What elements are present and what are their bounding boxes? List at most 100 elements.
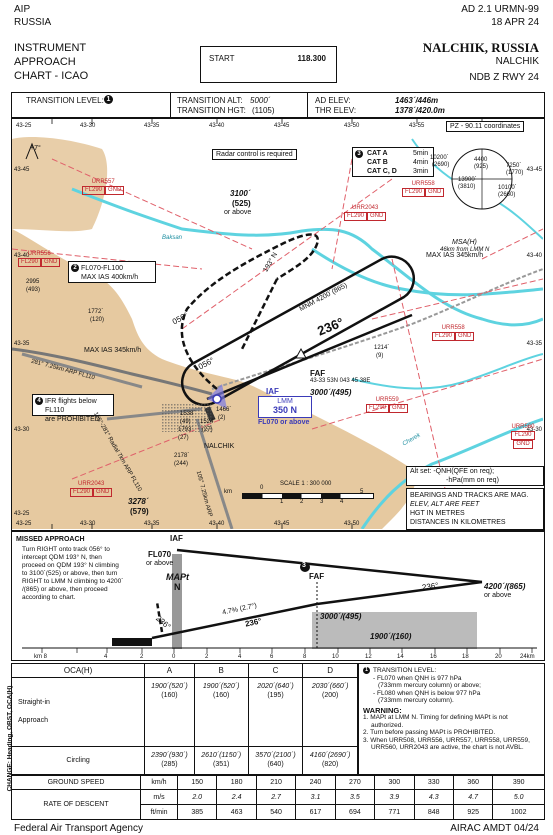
note-2-marker: 2: [71, 264, 79, 272]
variation-label: +7°: [30, 145, 41, 152]
bottom-tick: 43-30: [80, 521, 96, 527]
top-tick: 43-35: [144, 123, 160, 129]
cat-cd-time: 3min: [413, 168, 429, 175]
scale-tick: 0: [260, 485, 264, 491]
top-tick: 43-55: [409, 123, 425, 129]
elev-point: (9): [376, 353, 384, 359]
oca-label: OCA(H): [10, 662, 146, 679]
msa-value: (3810): [458, 184, 476, 190]
trans-hgt-label: TRANSITION HGT:: [177, 106, 246, 115]
trans-hgt-value: (1105): [252, 106, 275, 115]
elev-point: (49): [180, 419, 191, 425]
elev-point: (579): [130, 507, 149, 516]
note-1-panel-marker: 1: [363, 667, 370, 674]
aerodrome-name: NALCHIK: [495, 56, 539, 67]
gs-label: GROUND SPEED: [11, 775, 141, 790]
elev-point: (244): [174, 461, 189, 467]
scale-bar: [242, 493, 374, 499]
elev-point: 3278´: [128, 497, 149, 506]
unit-cell: m/s: [140, 789, 178, 805]
minima-cell: 2390´(930´)(285): [144, 745, 195, 776]
ms-cell: 2.0: [176, 789, 218, 805]
minima-cell: 1900´(520´)(160): [144, 677, 195, 747]
faf-altitude: 3000´/(495): [310, 388, 352, 397]
cat-col: A: [144, 662, 195, 679]
faf-triangle: [295, 347, 307, 359]
missed-line: proceed on QDM 193° N climbing: [22, 562, 119, 569]
missed-line: RIGHT to LMM N climbing to 4200´: [22, 578, 124, 585]
cat-a-time: 5min: [413, 150, 429, 157]
note-3-marker: 3: [355, 150, 363, 158]
elev-point: (493): [26, 287, 41, 293]
msa-value: 13900´: [458, 177, 477, 183]
cat-b: CAT B: [367, 159, 388, 166]
fl070-label: FL070 or above: [258, 419, 310, 426]
elev-point: 1214´: [374, 345, 390, 351]
railway: [211, 268, 543, 390]
units-line: DISTANCES IN KILOMETRES: [410, 519, 506, 526]
cat-cd: CAT C, D: [367, 168, 397, 175]
cat-b-time: 4min: [413, 159, 429, 166]
elev-point: (27): [202, 427, 213, 433]
ndb-symbol: [212, 394, 222, 404]
warning-line: authorized.: [371, 721, 404, 729]
ndb-frequency: 350 N: [272, 405, 298, 415]
distance-tick: 12: [365, 654, 372, 660]
chart-type-line: INSTRUMENT: [14, 42, 87, 54]
top-tick: 43-25: [16, 123, 32, 129]
gs-cell: 390: [492, 775, 545, 790]
minima-table: OCA(H) A B C D Straight-in Approach 1900…: [10, 662, 358, 776]
elev-point: (27): [178, 435, 189, 441]
runway-profile: [112, 638, 152, 646]
fpm-cell: 771: [374, 804, 415, 820]
alt-3100-hgt: (525): [232, 199, 251, 208]
msa-value: (925): [474, 164, 489, 170]
note-2-line: MAX IAS 400km/h: [81, 274, 139, 281]
note-4-line: IFR flights below FL110: [45, 398, 97, 414]
gs-cell: 150: [176, 775, 218, 790]
hpa-line: -hPa(mm on req): [446, 477, 499, 484]
terrain-area-2: [12, 137, 108, 232]
unit-cell: km/h: [140, 775, 178, 790]
msa-value: (1770): [506, 170, 524, 176]
profile-faf-alt: 3000´/(495): [320, 612, 362, 621]
thr-elev-label: THR ELEV:: [315, 106, 357, 115]
profile-faf: FAF: [309, 572, 325, 581]
distance-tick: 6: [270, 654, 274, 660]
fpm-cell: 385: [176, 804, 218, 820]
minima-cell: 2020´(640´)(195): [247, 677, 304, 747]
descent-path: [151, 602, 318, 640]
ms-cell: 3.9: [374, 789, 415, 805]
distance-tick: 0: [172, 654, 176, 660]
transition-level-label: TRANSITION LEVEL:: [26, 96, 104, 105]
final-approach-track: [206, 313, 413, 401]
ms-cell: 4.3: [413, 789, 454, 805]
distance-tick: km 8: [34, 654, 48, 660]
top-tick: 43-45: [274, 123, 290, 129]
missed-line: to 3100´(525) or above, then turn: [22, 570, 118, 577]
distance-tick: 2: [205, 654, 209, 660]
note-2-box: 2 FL070-FL100 MAX IAS 400km/h: [68, 261, 156, 283]
elev-point: 2178´: [174, 453, 190, 459]
gs-cell: 330: [413, 775, 454, 790]
profile-diagram: [22, 548, 537, 653]
minima-cell: 2610´(1150´)(351): [193, 745, 249, 776]
right-tick: 43-35: [526, 341, 542, 347]
lmm-label: LMM: [277, 398, 293, 405]
procedure-name: NDB Z RWY 24: [469, 72, 539, 83]
scale-tick: 5: [360, 489, 364, 495]
left-tick: 43-45: [14, 167, 30, 173]
footer-agency: Federal Air Transport Agency: [14, 823, 143, 834]
ms-cell: 5.0: [492, 789, 545, 805]
fpm-cell: 617: [295, 804, 336, 820]
right-tick: 43-40: [526, 253, 542, 259]
note-4-marker: 4: [35, 397, 43, 405]
elev-point: 1466´: [216, 407, 232, 413]
faf-coordinate: 43-33 53N 043 45 38E: [310, 378, 371, 384]
aip-label: AIP: [14, 4, 31, 15]
alt-3100-note: or above: [224, 209, 252, 216]
max-ias-right: MAX IAS 345km/h: [426, 252, 484, 259]
missed-line: intercept QDM 193° N, then: [22, 554, 102, 561]
